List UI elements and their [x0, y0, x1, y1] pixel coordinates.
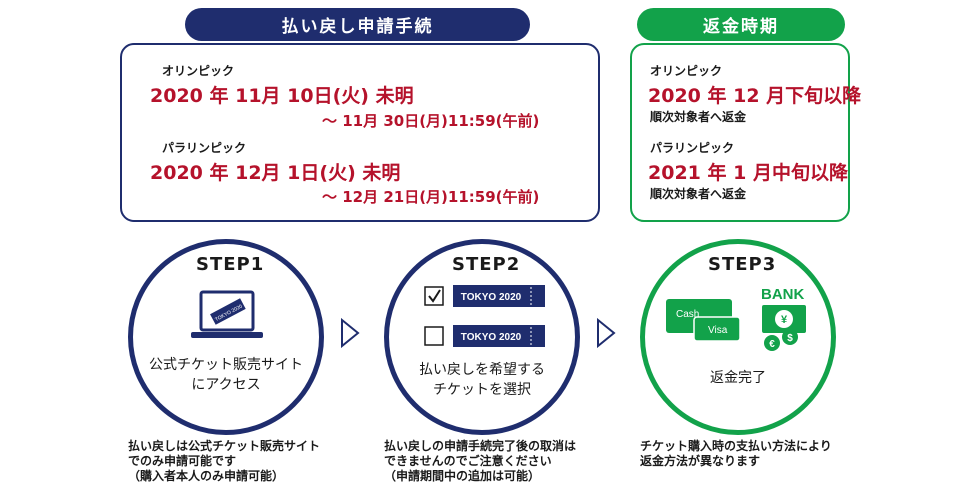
- step3-note-line2: 返金方法が異なります: [640, 454, 761, 468]
- refund-olympic-sub: 順次対象者へ返金: [650, 110, 747, 124]
- step3-text: 返金完了: [660, 368, 816, 388]
- step2-circle: [384, 239, 580, 435]
- step1-title: STEP1: [196, 254, 265, 275]
- arrow-right-icon: [341, 318, 360, 348]
- laptop-icon: TOKYO 2020: [191, 290, 263, 338]
- step3-title: STEP3: [708, 254, 777, 275]
- bank-icon: BANK ¥ € $: [761, 286, 806, 351]
- refund-paralympic-label: パラリンピック: [650, 141, 735, 155]
- svg-text:BANK: BANK: [761, 286, 804, 303]
- refund-timing-heading: 返金時期: [637, 8, 845, 41]
- refund-olympic-date: 2020 年 12 月下旬以降: [648, 85, 862, 107]
- refund-olympic-label: オリンピック: [650, 64, 723, 78]
- checkbox-empty-icon: [424, 326, 444, 346]
- step3-note: チケット購入時の支払い方法により 返金方法が異なります: [640, 439, 832, 469]
- application-procedure-heading: 払い戻し申請手続: [185, 8, 530, 41]
- refund-paralympic-sub: 順次対象者へ返金: [650, 187, 747, 201]
- arrow-right-icon: [597, 318, 616, 348]
- step2-text-line2: チケットを選択: [433, 382, 531, 398]
- step1-text: 公式チケット販売サイト にアクセス: [148, 355, 304, 395]
- step2-note-line3: （申請期間中の追加は可能）: [384, 469, 541, 483]
- checkbox-checked-icon: [424, 286, 444, 306]
- step1-text-line1: 公式チケット販売サイト: [149, 357, 303, 373]
- olympic-label: オリンピック: [162, 64, 235, 78]
- ticket-icon: TOKYO 2020: [453, 325, 545, 347]
- step1-note: 払い戻しは公式チケット販売サイト でのみ申請可能です （購入者本人のみ申請可能）: [128, 439, 320, 484]
- svg-text:€: €: [769, 339, 775, 350]
- paralympic-start-date: 2020 年 12月 1日(火) 未明: [150, 162, 401, 184]
- step3-note-line1: チケット購入時の支払い方法により: [640, 439, 832, 453]
- step2-note-line1: 払い戻しの申請手続完了後の取消は: [384, 439, 577, 453]
- payment-methods-graphic: Cash Visa BANK ¥ € $: [666, 286, 806, 351]
- step1-note-line3: （購入者本人のみ申請可能）: [128, 469, 285, 483]
- svg-text:Cash: Cash: [676, 309, 699, 320]
- step2-text-line1: 払い戻しを希望する: [419, 362, 545, 378]
- ticket-icon: TOKYO 2020: [453, 285, 545, 307]
- svg-text:TOKYO 2020: TOKYO 2020: [461, 332, 522, 343]
- step2-text: 払い戻しを希望する チケットを選択: [404, 360, 560, 400]
- refund-timing-box: [630, 43, 850, 222]
- application-period-box: [120, 43, 600, 222]
- svg-text:Visa: Visa: [708, 325, 728, 336]
- step1-text-line2: にアクセス: [191, 377, 261, 393]
- svg-text:$: $: [787, 333, 793, 344]
- step2-note-line2: できませんのでご注意ください: [384, 454, 552, 468]
- ticket-selection-graphic: TOKYO 2020 TOKYO 2020: [424, 285, 545, 347]
- refund-paralympic-date: 2021 年 1 月中旬以降: [648, 162, 848, 184]
- svg-text:¥: ¥: [781, 314, 788, 326]
- paralympic-label: パラリンピック: [162, 141, 247, 155]
- paralympic-end-date: 〜 12月 21日(月)11:59(午前): [322, 188, 540, 206]
- svg-text:TOKYO 2020: TOKYO 2020: [461, 292, 522, 303]
- step2-title: STEP2: [452, 254, 521, 275]
- step1-note-line2: でのみ申請可能です: [128, 454, 237, 468]
- olympic-end-date: 〜 11月 30日(月)11:59(午前): [322, 112, 540, 130]
- step3-text-line1: 返金完了: [710, 370, 766, 386]
- ticket-icon: TOKYO 2020: [210, 298, 246, 325]
- olympic-start-date: 2020 年 11月 10日(火) 未明: [150, 85, 414, 107]
- step1-note-line1: 払い戻しは公式チケット販売サイト: [128, 439, 321, 453]
- card-icon: Cash Visa: [666, 299, 741, 342]
- step2-note: 払い戻しの申請手続完了後の取消は できませんのでご注意ください （申請期間中の追…: [384, 439, 576, 484]
